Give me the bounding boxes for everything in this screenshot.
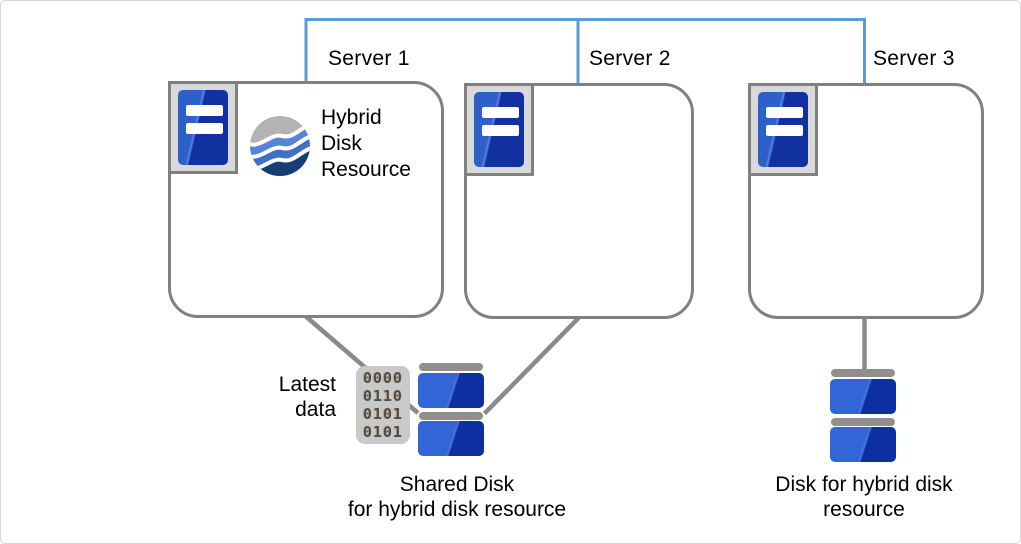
network-link-line xyxy=(304,18,866,84)
hybrid-disk-label-line: Disk for hybrid disk xyxy=(775,473,953,496)
hybrid-label-line: Disk xyxy=(321,132,362,155)
server2-box xyxy=(464,83,694,319)
server2-to-shared-disk-line xyxy=(482,316,581,416)
shared-disk-icon xyxy=(418,363,484,456)
server3-icon xyxy=(748,83,818,176)
server2-label: Server 2 xyxy=(589,47,671,70)
disk-platter xyxy=(830,427,896,462)
server-icon-slot xyxy=(482,125,519,136)
disk-platter xyxy=(418,373,484,408)
hybrid-disk-icon xyxy=(830,369,896,462)
disk-middle-bar xyxy=(831,418,895,426)
hybrid-label-line: Hybrid xyxy=(321,106,382,129)
hybrid-disk-label-line: resource xyxy=(823,498,905,521)
server-icon xyxy=(474,92,524,167)
latest-data-line: data xyxy=(295,398,336,421)
server1-icon xyxy=(168,81,238,174)
hybrid-disk-resource-icon xyxy=(250,116,310,176)
server3-label: Server 3 xyxy=(873,47,955,70)
disk-platter xyxy=(830,379,896,414)
latest-data-line: Latest xyxy=(278,373,336,396)
hybrid-label-line: Resource xyxy=(321,158,411,181)
server-icon-slot xyxy=(186,105,223,116)
binary-row: 0101 xyxy=(362,423,404,441)
server-icon xyxy=(178,90,228,165)
disk-middle-bar xyxy=(419,412,483,420)
binary-row: 0000 xyxy=(362,369,404,387)
server-icon-slot xyxy=(766,107,803,118)
server2-icon xyxy=(464,83,534,176)
server1-label: Server 1 xyxy=(328,47,410,70)
disk-platter xyxy=(418,421,484,456)
server-icon-slot xyxy=(766,125,803,136)
shared-disk-label-line: Shared Disk xyxy=(399,473,515,496)
binary-row: 0101 xyxy=(362,405,404,423)
shared-disk-label: Shared Disk for hybrid disk resource xyxy=(322,472,592,522)
disk-top-bar xyxy=(419,363,483,371)
hybrid-disk-resource-label: Hybrid Disk Resource xyxy=(321,105,411,183)
hybrid-disk-label: Disk for hybrid disk resource xyxy=(744,472,984,522)
server-icon-slot xyxy=(186,123,223,134)
binary-row: 0110 xyxy=(362,387,404,405)
latest-data-label: Latest data xyxy=(236,372,336,422)
server-icon xyxy=(758,92,808,167)
shared-disk-label-line: for hybrid disk resource xyxy=(347,498,567,521)
binary-data-icon: 0000 0110 0101 0101 xyxy=(356,366,410,444)
disk-top-bar xyxy=(831,369,895,377)
server-icon-slot xyxy=(482,107,519,118)
